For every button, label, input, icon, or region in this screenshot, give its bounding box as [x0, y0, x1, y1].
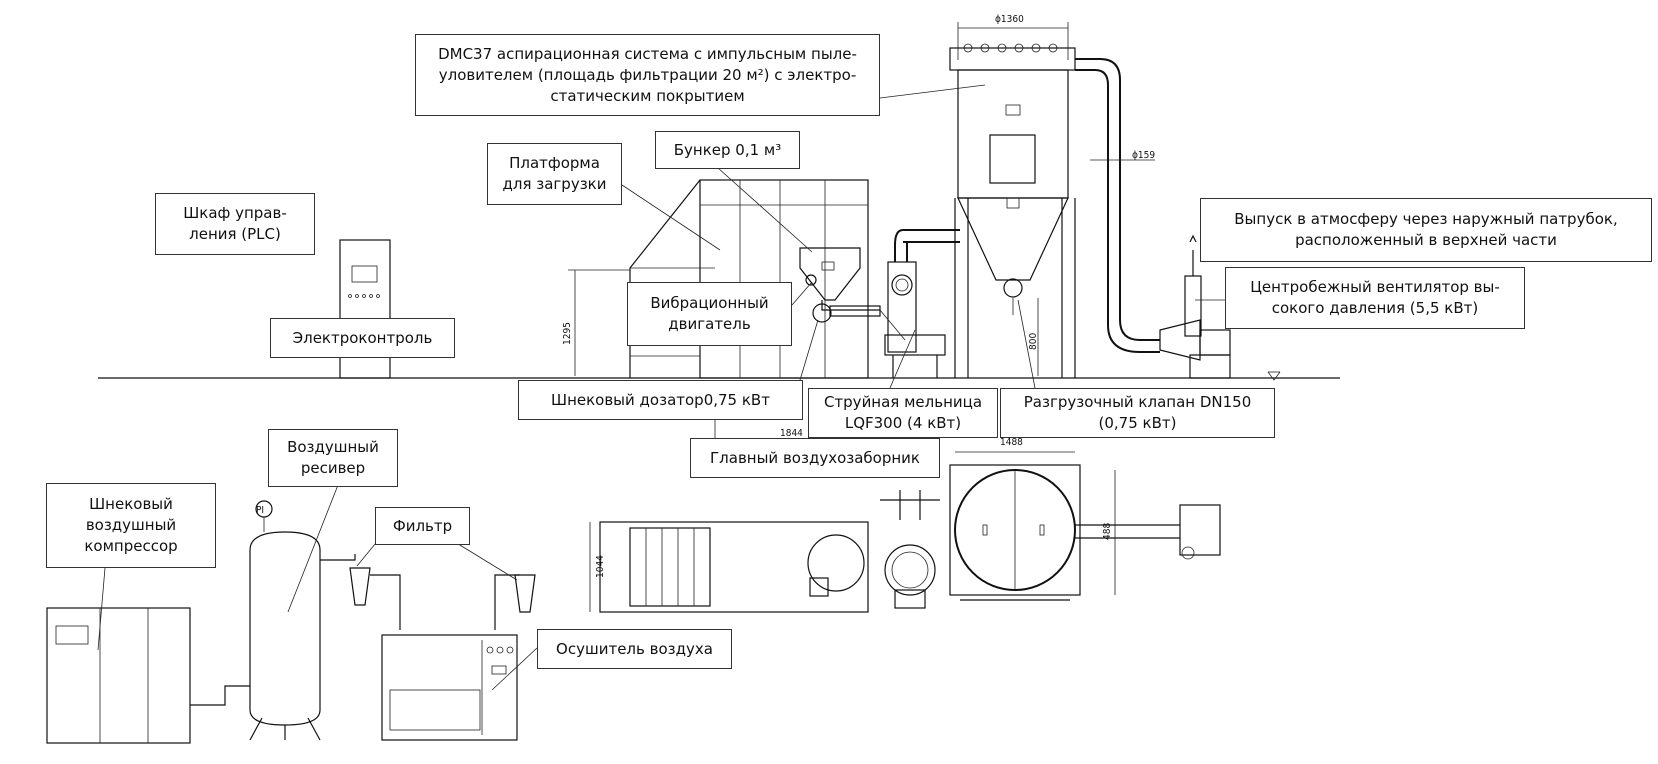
label-discharge-valve: Разгрузочный клапан DN150(0,75 кВт) — [1000, 388, 1275, 438]
dim-d159: ϕ159 — [1132, 150, 1155, 161]
label-screw-doser: Шнековый дозатор0,75 кВт — [518, 380, 803, 420]
plan-platform: 1044 1844 — [589, 412, 869, 613]
label-air-dryer: Осушитель воздуха — [537, 629, 732, 669]
jet-mill — [879, 229, 960, 378]
label-centrifugal-fan: Центробежный вентилятор вы-сокого давлен… — [1225, 267, 1525, 329]
air-dryer — [381, 634, 518, 741]
dust-collector: ϕ1360 800 — [949, 14, 1076, 378]
label-exhaust: Выпуск в атмосферу через наружный патруб… — [1200, 198, 1652, 262]
dim-1295: 1295 — [562, 322, 573, 345]
dim-1844: 1844 — [780, 428, 803, 439]
pi-gauge: PI — [256, 505, 264, 516]
centrifugal-fan — [1159, 234, 1231, 379]
control-cabinet — [339, 239, 391, 379]
exhaust-pipe: ϕ159 — [1075, 58, 1160, 353]
label-filter: Фильтр — [375, 507, 470, 545]
loading-platform: 1295 — [562, 179, 869, 379]
plan-mill — [880, 490, 940, 609]
dim-488: 488 — [1102, 523, 1113, 540]
label-electrocontrol: Электроконтроль — [270, 318, 455, 358]
receiver: PI — [249, 500, 356, 741]
dim-1044: 1044 — [595, 555, 606, 578]
label-control-cabinet: Шкаф управ-ления (PLC) — [155, 193, 315, 255]
filters — [349, 567, 536, 630]
label-dmc-aspiration: DMC37 аспирационная система с импульсным… — [415, 34, 880, 116]
plan-collector: 1488 488 — [949, 437, 1221, 601]
compressor — [46, 607, 250, 744]
label-main-air-intake: Главный воздухозаборник — [690, 438, 940, 478]
dim-1488: 1488 — [1000, 437, 1023, 448]
label-bunker: Бункер 0,1 м³ — [655, 131, 800, 169]
leader-lines — [97, 84, 1225, 691]
dim-800: 800 — [1028, 333, 1039, 350]
bunker — [799, 247, 881, 323]
dim-d1360: ϕ1360 — [995, 14, 1024, 25]
